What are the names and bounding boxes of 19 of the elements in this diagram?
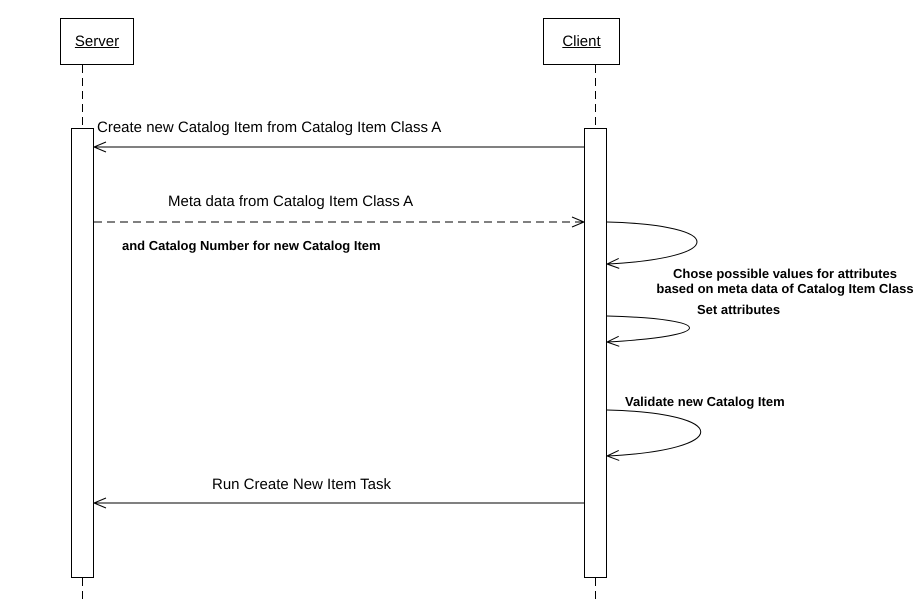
self-message-arrow: [606, 316, 690, 347]
self-message-arrow: [606, 222, 698, 269]
message-label: Set attributes: [697, 302, 780, 317]
lifeline-header: Client: [543, 18, 620, 65]
self-message-arrow: [606, 410, 702, 461]
message-label: Validate new Catalog Item: [625, 394, 785, 409]
message-label: Chose possible values for attributes based on meta data of Catalog Item Class: [655, 266, 915, 296]
lifeline: [595, 578, 596, 599]
lifeline: [82, 578, 83, 599]
message-arrow: [94, 142, 584, 152]
activation-bar: [584, 128, 607, 578]
message-label: Run Create New Item Task: [212, 476, 391, 493]
message-label: Meta data from Catalog Item Class A: [168, 193, 414, 210]
message-arrow: [94, 216, 584, 228]
message-label: Create new Catalog Item from Catalog Item Class A: [97, 119, 442, 136]
activation-bar: [71, 128, 94, 578]
lifeline-header: Server: [60, 18, 134, 65]
message-arrow: [94, 498, 584, 508]
message-label: and Catalog Number for new Catalog Item: [122, 238, 381, 253]
